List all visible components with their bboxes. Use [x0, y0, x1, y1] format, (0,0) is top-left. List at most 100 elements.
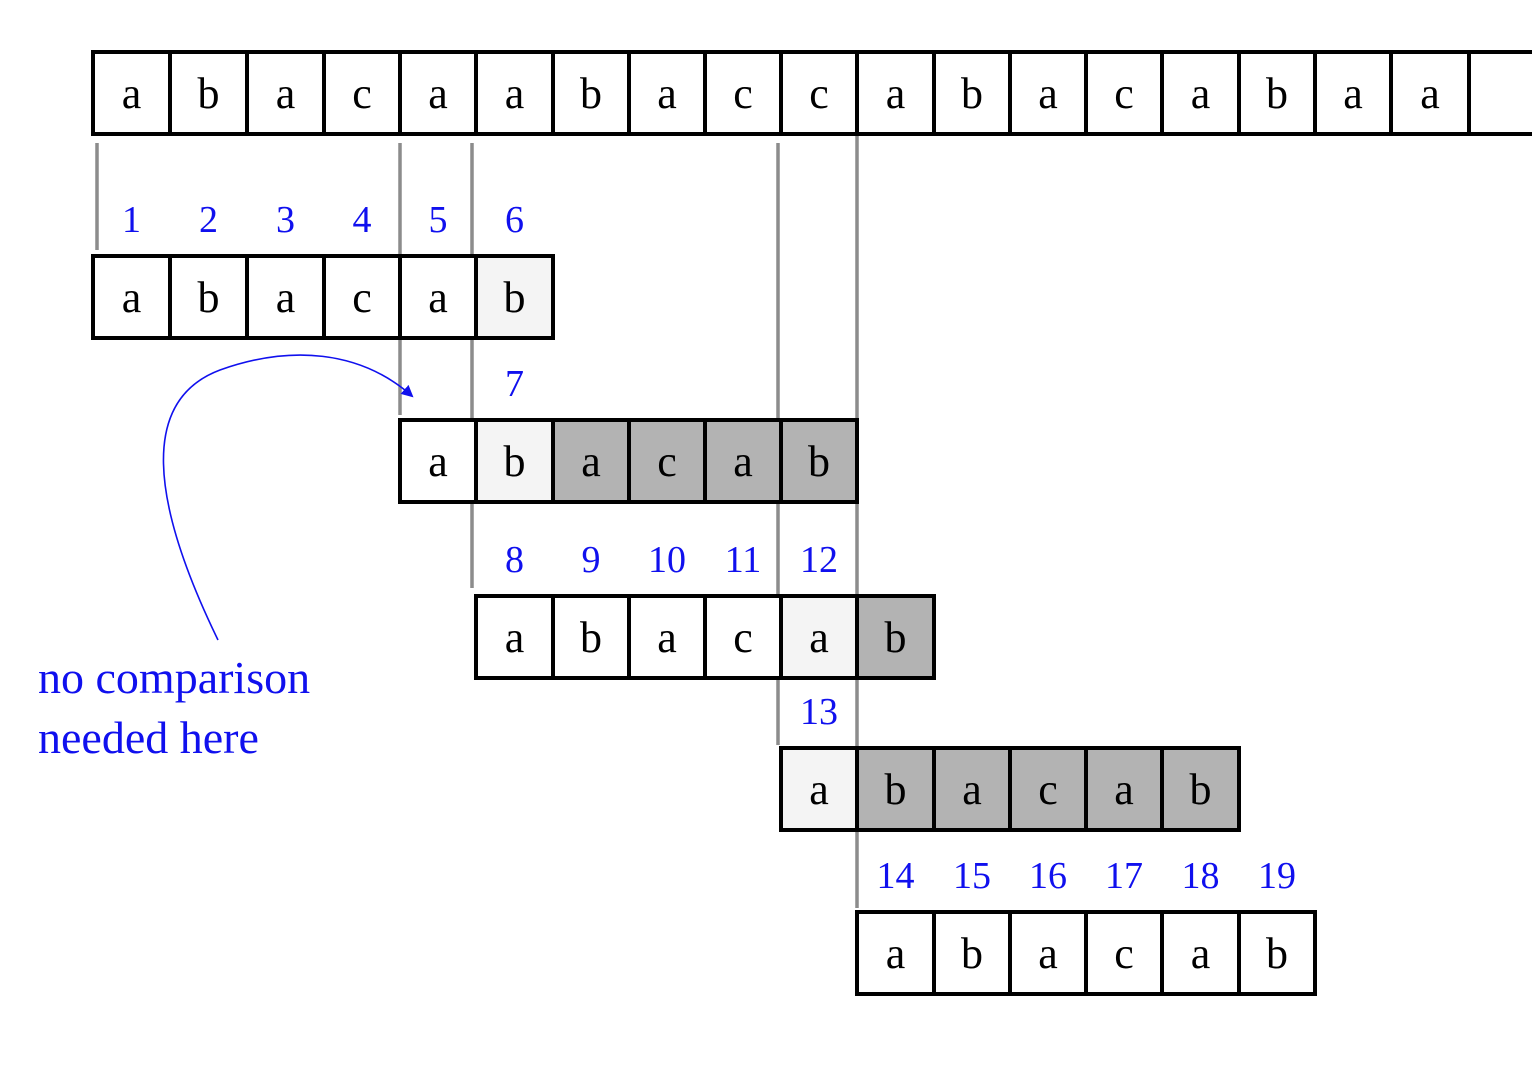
pattern-cell — [91, 254, 172, 340]
pattern-char: b — [580, 613, 602, 662]
pattern-char: b — [198, 273, 220, 322]
text-cell — [1237, 50, 1317, 136]
pattern-char: a — [809, 765, 829, 814]
text-char: b — [580, 69, 602, 118]
pattern-char: b — [808, 437, 830, 486]
pattern-char: b — [504, 437, 526, 486]
text-char: a — [122, 69, 142, 118]
pattern-cell — [627, 594, 707, 680]
text-char: a — [657, 69, 677, 118]
pattern-char: b — [504, 273, 526, 322]
comparison-number: 3 — [276, 199, 295, 241]
pattern-cell — [398, 418, 478, 504]
comparison-number: 19 — [1258, 855, 1296, 897]
alignment-2: a b a c a b 7 — [398, 363, 859, 504]
text-char: a — [1420, 69, 1440, 118]
text-cell — [398, 50, 478, 136]
comparison-number: 1 — [122, 199, 141, 241]
comparison-number: 8 — [505, 539, 524, 581]
pattern-cell — [551, 594, 631, 680]
pattern-char: a — [962, 765, 982, 814]
pattern-char: c — [352, 273, 372, 322]
pattern-cell — [1160, 746, 1241, 832]
comparison-number: 14 — [877, 855, 915, 897]
comparison-number: 13 — [800, 691, 838, 733]
pattern-char: c — [733, 613, 753, 662]
pattern-cell — [703, 594, 783, 680]
curved-arrow — [162, 354, 414, 641]
pattern-cell — [168, 254, 249, 340]
pattern-cell — [474, 254, 555, 340]
pattern-char: b — [1266, 929, 1288, 978]
text-char: a — [886, 69, 906, 118]
comparison-number: 11 — [725, 539, 762, 581]
pattern-char: a — [657, 613, 677, 662]
text-char: a — [505, 69, 525, 118]
alignment-guides — [95, 128, 859, 908]
pattern-char: a — [581, 437, 601, 486]
comparison-number: 4 — [353, 199, 372, 241]
comparison-number: 10 — [648, 539, 686, 581]
comparison-number: 16 — [1029, 855, 1067, 897]
text-char: c — [809, 69, 829, 118]
comparison-number: 6 — [505, 199, 524, 241]
text-char: b — [198, 69, 220, 118]
text-char: a — [1343, 69, 1363, 118]
pattern-cell — [1160, 910, 1241, 996]
pattern-cell — [627, 418, 707, 504]
pattern-cell — [855, 594, 936, 680]
pattern-char: b — [885, 613, 907, 662]
pattern-cell — [1237, 910, 1317, 996]
annotation-line-2: needed here — [38, 712, 259, 763]
text-char: a — [276, 69, 296, 118]
pattern-cell — [474, 418, 555, 504]
pattern-cell — [245, 254, 326, 340]
text-cell — [1389, 50, 1471, 136]
text-char: c — [733, 69, 753, 118]
text-cell — [1160, 50, 1241, 136]
pattern-cell — [932, 746, 1012, 832]
pattern-char: a — [1191, 929, 1211, 978]
comparison-number: 12 — [800, 539, 838, 581]
text-char: b — [1266, 69, 1288, 118]
pattern-char: b — [1190, 765, 1212, 814]
pattern-char: a — [428, 437, 448, 486]
pattern-char: b — [961, 929, 983, 978]
pattern-char: c — [1114, 929, 1134, 978]
text-char: a — [1191, 69, 1211, 118]
text-char: a — [428, 69, 448, 118]
annotation-line-1: no comparison — [38, 652, 310, 703]
pattern-char: a — [733, 437, 753, 486]
pattern-cell — [1008, 746, 1088, 832]
comparison-number: 9 — [582, 539, 601, 581]
pattern-cell — [779, 418, 859, 504]
pattern-cell — [779, 746, 859, 832]
comparison-number: 15 — [953, 855, 991, 897]
pattern-char: a — [886, 929, 906, 978]
pattern-char: a — [1038, 929, 1058, 978]
text-char: b — [961, 69, 983, 118]
pattern-char: a — [428, 273, 448, 322]
comparison-number: 5 — [429, 199, 448, 241]
pattern-char: a — [122, 273, 142, 322]
pattern-char: a — [276, 273, 296, 322]
pattern-char: c — [1038, 765, 1058, 814]
comparison-number: 7 — [505, 363, 524, 405]
text-char: c — [1114, 69, 1134, 118]
comparison-number: 17 — [1105, 855, 1143, 897]
pattern-char: c — [657, 437, 677, 486]
no-comparison-annotation: no comparison needed here — [38, 354, 414, 763]
text-cell — [855, 50, 936, 136]
comparison-number: 18 — [1182, 855, 1220, 897]
pattern-cell — [398, 254, 478, 340]
text-cell — [245, 50, 326, 136]
text-char: a — [1038, 69, 1058, 118]
comparison-number: 2 — [199, 199, 218, 241]
pattern-char: a — [809, 613, 829, 662]
pattern-cell — [703, 418, 783, 504]
pattern-cell — [1008, 910, 1088, 996]
